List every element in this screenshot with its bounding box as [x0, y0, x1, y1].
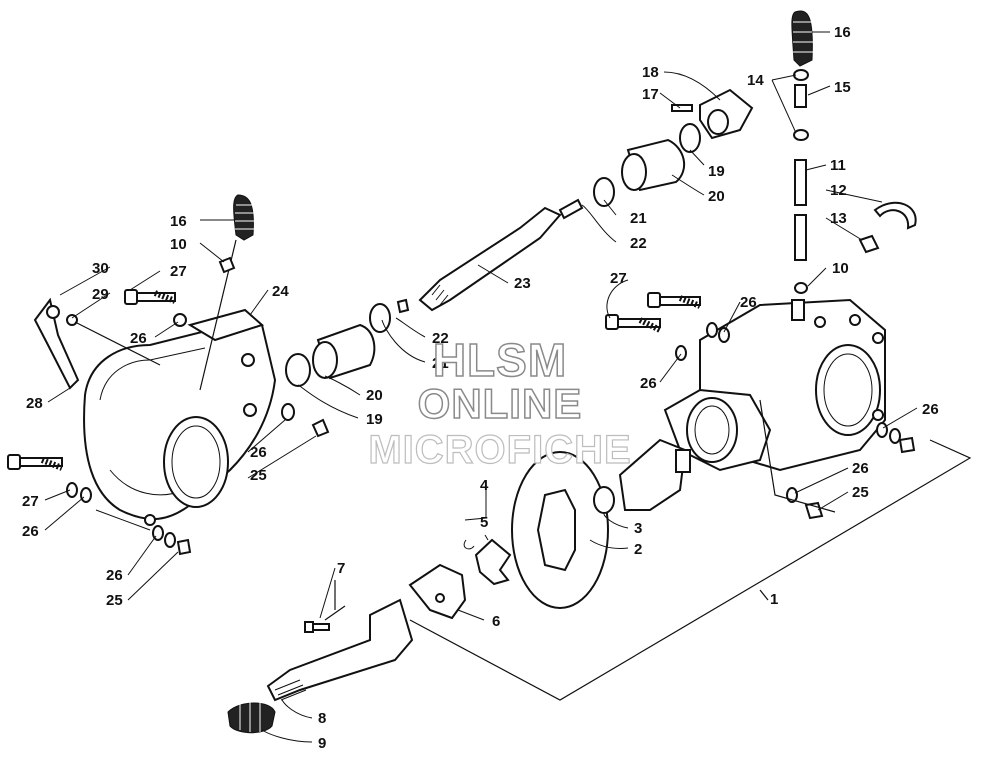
callout-26: 26 [130, 330, 147, 347]
reference-lines [324, 399, 972, 701]
driveshaft [418, 198, 584, 312]
callout-26: 26 [250, 444, 267, 461]
callout-17: 17 [642, 86, 659, 103]
callout-12: 12 [830, 182, 847, 199]
axle-shaft [227, 598, 414, 734]
callout-21: 21 [630, 210, 647, 227]
callout-26: 26 [922, 401, 939, 418]
leader-lines [44, 31, 918, 743]
callout-30: 30 [92, 260, 109, 277]
callout-2: 2 [634, 541, 642, 558]
shift-lever [33, 297, 161, 390]
callout-18: 18 [642, 64, 659, 81]
callout-26: 26 [740, 294, 757, 311]
callout-10: 10 [170, 236, 187, 253]
callout-19: 19 [708, 163, 725, 180]
callout-26: 26 [640, 375, 657, 392]
callout-16: 16 [170, 213, 187, 230]
shift-shaft-right [791, 10, 917, 294]
callout-6: 6 [492, 613, 500, 630]
callout-14: 14 [747, 72, 764, 89]
callout-labels: 16 15 14 18 17 19 20 11 12 13 21 22 10 1… [22, 24, 939, 752]
callout-5: 5 [480, 514, 488, 531]
right-gear-housing [663, 298, 886, 472]
callout-20: 20 [708, 188, 725, 205]
callout-19: 19 [366, 411, 383, 428]
callout-23: 23 [514, 275, 531, 292]
callout-16: 16 [834, 24, 851, 41]
left-gear-housing [83, 308, 277, 531]
callout-26: 26 [106, 567, 123, 584]
callout-25: 25 [852, 484, 869, 501]
callout-27: 27 [170, 263, 187, 280]
callout-9: 9 [318, 735, 326, 752]
callout-11: 11 [830, 157, 846, 174]
callout-21: 21 [432, 355, 449, 372]
callout-3: 3 [634, 520, 642, 537]
callout-22: 22 [432, 330, 449, 347]
left-boot-and-seals [285, 298, 410, 387]
callout-15: 15 [834, 79, 851, 96]
callout-8: 8 [318, 710, 326, 727]
callout-22: 22 [630, 235, 647, 252]
callout-28: 28 [26, 395, 43, 412]
bolts-right [605, 292, 916, 520]
callout-27: 27 [22, 493, 39, 510]
callout-7: 7 [337, 560, 345, 577]
universal-joint [408, 538, 512, 620]
callout-26: 26 [22, 523, 39, 540]
callout-10: 10 [832, 260, 849, 277]
callout-1: 1 [770, 591, 778, 608]
callout-26: 26 [852, 460, 869, 477]
callout-4: 4 [480, 477, 489, 494]
callout-13: 13 [830, 210, 847, 227]
shift-boot-left [199, 194, 255, 391]
callout-29: 29 [92, 286, 109, 303]
callout-25: 25 [106, 592, 123, 609]
right-boot-and-seals [593, 88, 754, 207]
callout-27: 27 [610, 270, 627, 287]
callout-24: 24 [272, 283, 289, 300]
bolts-left [7, 289, 330, 556]
callout-25: 25 [250, 467, 267, 484]
brake-disc [511, 438, 691, 609]
callout-20: 20 [366, 387, 383, 404]
